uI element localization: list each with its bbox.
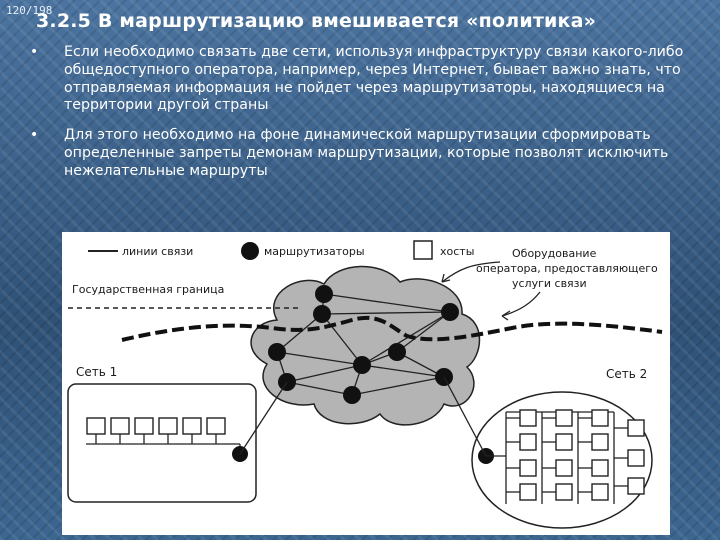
legend-routers-label: маршрутизаторы <box>264 245 365 258</box>
host-icon <box>555 483 573 501</box>
operator-label-3: услуги связи <box>512 277 587 290</box>
operator-label-1: Оборудование <box>512 247 597 260</box>
net2-label: Сеть 2 <box>606 367 647 381</box>
link-net2 <box>443 376 487 457</box>
slide-counter: 120/198 <box>6 4 53 17</box>
bullet-text: Если необходимо связать две сети, исполь… <box>64 44 684 114</box>
bullet-item: • Для этого необходимо на фоне динамичес… <box>28 127 700 180</box>
router-node <box>353 356 371 374</box>
host-icon <box>182 417 202 435</box>
router-node <box>315 285 333 303</box>
router-node <box>388 343 406 361</box>
net1-box <box>67 383 257 503</box>
legend-hosts-label: хосты <box>440 245 474 258</box>
host-icon <box>519 483 537 501</box>
link-net1 <box>239 381 288 455</box>
legend-lines-label: линии связи <box>122 245 193 258</box>
network-diagram-svg: линии связи маршрутизаторы хосты <box>67 240 663 529</box>
host-icon <box>206 417 226 435</box>
host-icon <box>591 409 609 427</box>
legend-router-icon <box>241 242 259 260</box>
bullet-text: Для этого необходимо на фоне динамическо… <box>64 127 669 179</box>
host-icon <box>555 409 573 427</box>
operator-label-2: оператора, предоставляющего <box>476 262 658 275</box>
host-icon <box>591 459 609 477</box>
router-node <box>268 343 286 361</box>
host-icon <box>627 449 645 467</box>
router-node <box>441 303 459 321</box>
net1-label: Сеть 1 <box>76 365 117 379</box>
host-icon <box>627 419 645 437</box>
host-icon <box>158 417 178 435</box>
host-icon <box>627 477 645 495</box>
host-icon <box>86 417 106 435</box>
host-icon <box>591 483 609 501</box>
host-icon <box>519 409 537 427</box>
host-icon <box>519 459 537 477</box>
host-icon <box>519 433 537 451</box>
host-icon <box>555 433 573 451</box>
bullet-dot-icon: • <box>30 127 39 144</box>
host-icon <box>110 417 130 435</box>
host-icon <box>555 459 573 477</box>
bullet-list: • Если необходимо связать две сети, испо… <box>28 44 700 193</box>
bullet-item: • Если необходимо связать две сети, испо… <box>28 44 700 115</box>
routers <box>268 285 459 404</box>
network-diagram: линии связи маршрутизаторы хосты <box>62 232 670 535</box>
router-node <box>343 386 361 404</box>
host-icon <box>134 417 154 435</box>
operator-cloud <box>250 265 481 426</box>
border-label: Государственная граница <box>72 283 224 296</box>
router-node <box>313 305 331 323</box>
legend-host-icon <box>413 240 433 260</box>
state-border-line <box>121 315 663 342</box>
bullet-dot-icon: • <box>30 44 39 60</box>
net1-hosts <box>86 417 226 435</box>
host-icon <box>591 433 609 451</box>
operator-arrows <box>441 261 541 321</box>
net2-hosts <box>519 409 645 501</box>
slide-title: 3.2.5 В маршрутизацию вмешивается «полит… <box>36 10 597 32</box>
